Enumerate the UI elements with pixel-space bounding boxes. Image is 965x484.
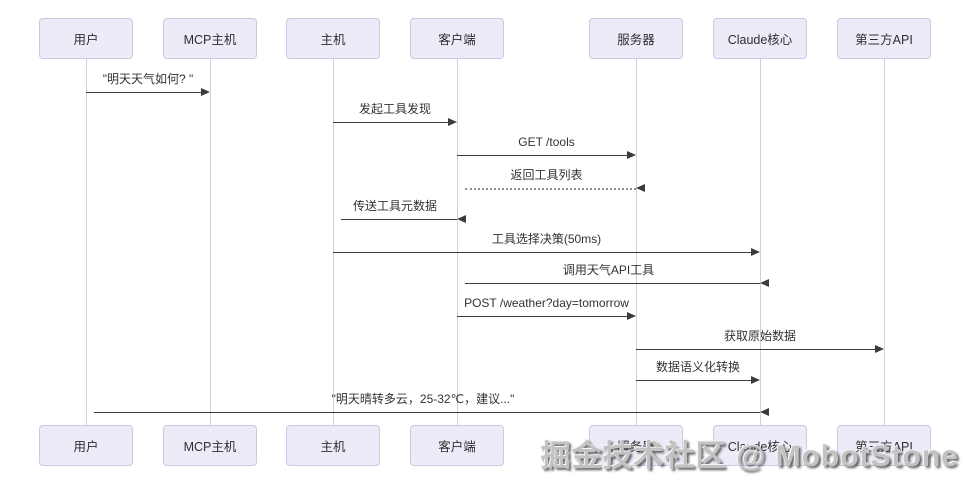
arrowhead-icon: [751, 376, 760, 384]
message-line: [86, 92, 202, 93]
message-label: 发起工具发现: [358, 102, 432, 116]
participant-label: 客户端: [438, 440, 476, 454]
message-label: 传送工具元数据: [352, 199, 438, 213]
lifeline-claude-core: [760, 59, 761, 425]
participant-bottom-server: 服务器: [589, 425, 683, 466]
lifeline-host: [333, 59, 334, 425]
participant-label: 服务器: [617, 440, 655, 454]
participant-bottom-user: 用户: [39, 425, 133, 466]
participant-bottom-mcp-host: MCP主机: [163, 425, 257, 466]
message-line: [636, 380, 752, 381]
participant-label: 主机: [320, 33, 346, 47]
message-line: [465, 283, 760, 284]
participant-label: Claude核心: [727, 33, 793, 47]
lifeline-user: [86, 59, 87, 425]
lifeline-server: [636, 59, 637, 425]
participant-top-mcp-host: MCP主机: [163, 18, 257, 59]
arrowhead-icon: [448, 118, 457, 126]
message-line: [465, 188, 636, 190]
message-line: [457, 316, 628, 317]
arrowhead-icon: [636, 184, 645, 192]
message-label: 获取原始数据: [723, 329, 797, 343]
message-line: [457, 155, 628, 156]
participant-label: 服务器: [617, 33, 655, 47]
arrowhead-icon: [875, 345, 884, 353]
message-line: [94, 412, 760, 413]
message-label: GET /tools: [518, 135, 575, 149]
arrowhead-icon: [627, 312, 636, 320]
participant-label: 第三方API: [855, 33, 913, 47]
participant-bottom-third-party-api: 第三方API: [837, 425, 931, 466]
message-line: [636, 349, 876, 350]
participant-top-server: 服务器: [589, 18, 683, 59]
message-line: [341, 219, 457, 220]
message-label: POST /weather?day=tomorrow: [464, 296, 629, 310]
participant-bottom-claude-core: Claude核心: [713, 425, 807, 466]
participant-label: Claude核心: [727, 440, 793, 454]
arrowhead-icon: [201, 88, 210, 96]
lifeline-mcp-host: [210, 59, 211, 425]
participant-label: 主机: [320, 440, 346, 454]
message-label: "明天晴转多云，25-32℃，建议...": [331, 392, 515, 406]
lifeline-third-party-api: [884, 59, 885, 425]
participant-label: MCP主机: [183, 33, 237, 47]
arrowhead-icon: [457, 215, 466, 223]
message-label: "明天天气如何? ": [102, 72, 194, 86]
message-label: 数据语义化转换: [655, 360, 741, 374]
lifeline-client: [457, 59, 458, 425]
participant-bottom-client: 客户端: [410, 425, 504, 466]
participant-top-claude-core: Claude核心: [713, 18, 807, 59]
participant-label: 客户端: [438, 33, 476, 47]
message-line: [333, 252, 752, 253]
message-label: 返回工具列表: [510, 168, 583, 182]
arrowhead-icon: [751, 248, 760, 256]
participant-top-client: 客户端: [410, 18, 504, 59]
participant-label: 用户: [73, 440, 99, 454]
arrowhead-icon: [627, 151, 636, 159]
message-label: 工具选择决策(50ms): [491, 232, 602, 246]
message-label: 调用天气API工具: [562, 263, 655, 277]
watermark: 掘金技术社区 @ MobotStone: [540, 440, 959, 473]
arrowhead-icon: [760, 279, 769, 287]
participant-top-user: 用户: [39, 18, 133, 59]
participant-top-third-party-api: 第三方API: [837, 18, 931, 59]
participant-top-host: 主机: [286, 18, 380, 59]
participant-label: 用户: [73, 33, 99, 47]
participant-bottom-host: 主机: [286, 425, 380, 466]
arrowhead-icon: [760, 408, 769, 416]
participant-label: MCP主机: [183, 440, 237, 454]
participant-label: 第三方API: [855, 440, 913, 454]
message-line: [333, 122, 449, 123]
